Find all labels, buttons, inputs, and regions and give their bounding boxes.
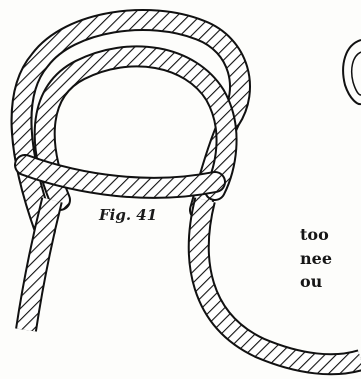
text-fragment-2: nee — [300, 249, 332, 268]
rope-right-tail — [199, 200, 361, 364]
text-fragment-1: too — [300, 225, 329, 244]
figure-caption: Fig. 41 — [99, 206, 157, 224]
text-fragment-3: ou — [300, 272, 322, 291]
